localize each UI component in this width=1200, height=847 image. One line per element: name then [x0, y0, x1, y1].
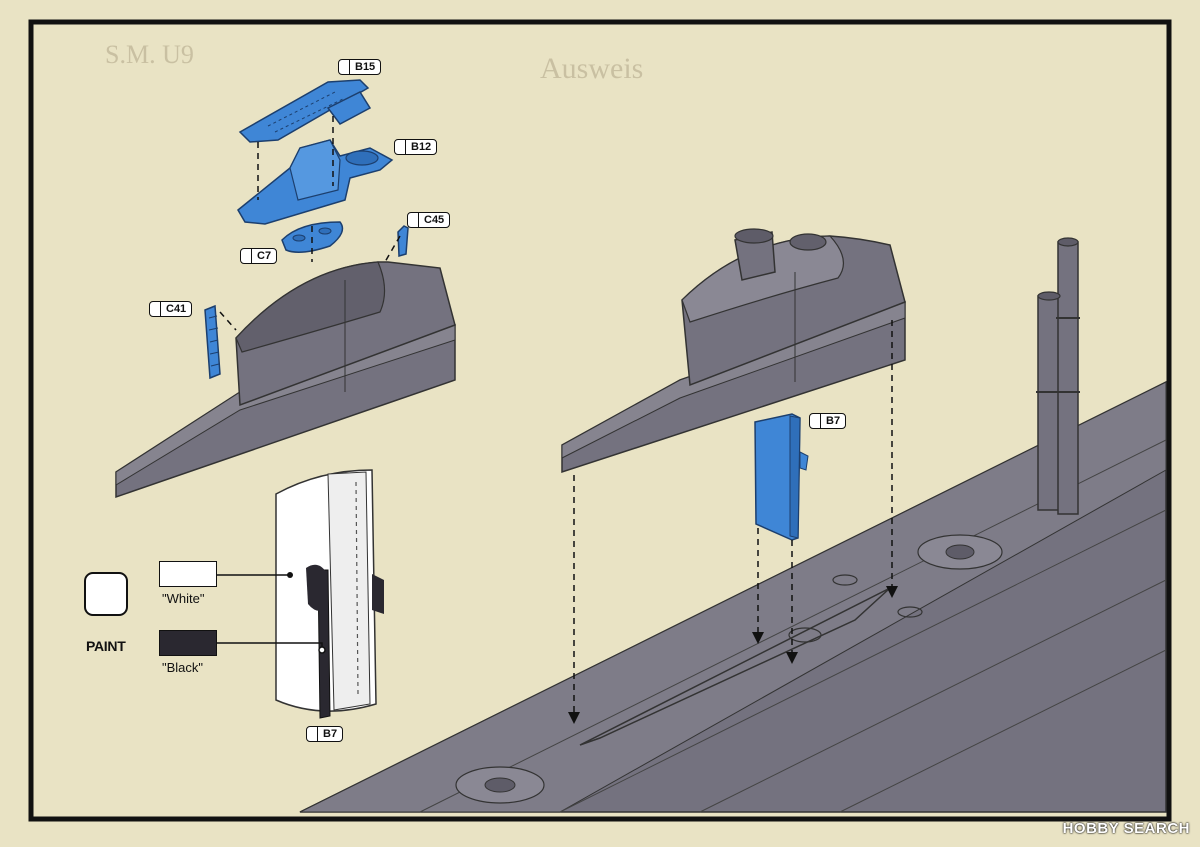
part-b12-shape [237, 139, 394, 225]
frame-border [28, 19, 1172, 822]
background-text-heading: Ausweis [540, 52, 644, 85]
painted-part-b7 [275, 469, 384, 719]
part-label-b15: B15 [338, 59, 382, 75]
guide-arrowheads [568, 586, 898, 724]
background-text-title: S.M. U9 [105, 40, 194, 69]
leader-black-dot [318, 646, 326, 654]
part-c41-shape [204, 304, 221, 380]
black-color-label: "Black" [162, 660, 204, 675]
white-color-swatch [159, 561, 217, 587]
part-b15-shape [238, 79, 372, 143]
paint-label: PAINT [86, 638, 126, 654]
leader-white-dot [287, 572, 293, 578]
part-label-c41: C41 [149, 301, 193, 317]
part-b7-upper-shape [754, 413, 809, 541]
part-label-c7: C7 [240, 248, 278, 264]
assembly-guides [219, 116, 893, 715]
part-label-c45: C45 [407, 212, 451, 228]
main-hull [299, 237, 1167, 813]
paint-brush-icon [84, 572, 128, 616]
part-label-b7-upper: B7 [809, 413, 847, 429]
conning-tower-left [115, 261, 456, 499]
white-color-label: "White" [162, 591, 205, 606]
watermark-text: HOBBY SEARCH [1062, 820, 1190, 837]
part-c45-shape [397, 225, 409, 257]
conning-tower-right [561, 228, 906, 474]
black-color-swatch [159, 630, 217, 656]
part-label-b7-lower: B7 [306, 726, 344, 742]
part-label-b12: B12 [394, 139, 438, 155]
